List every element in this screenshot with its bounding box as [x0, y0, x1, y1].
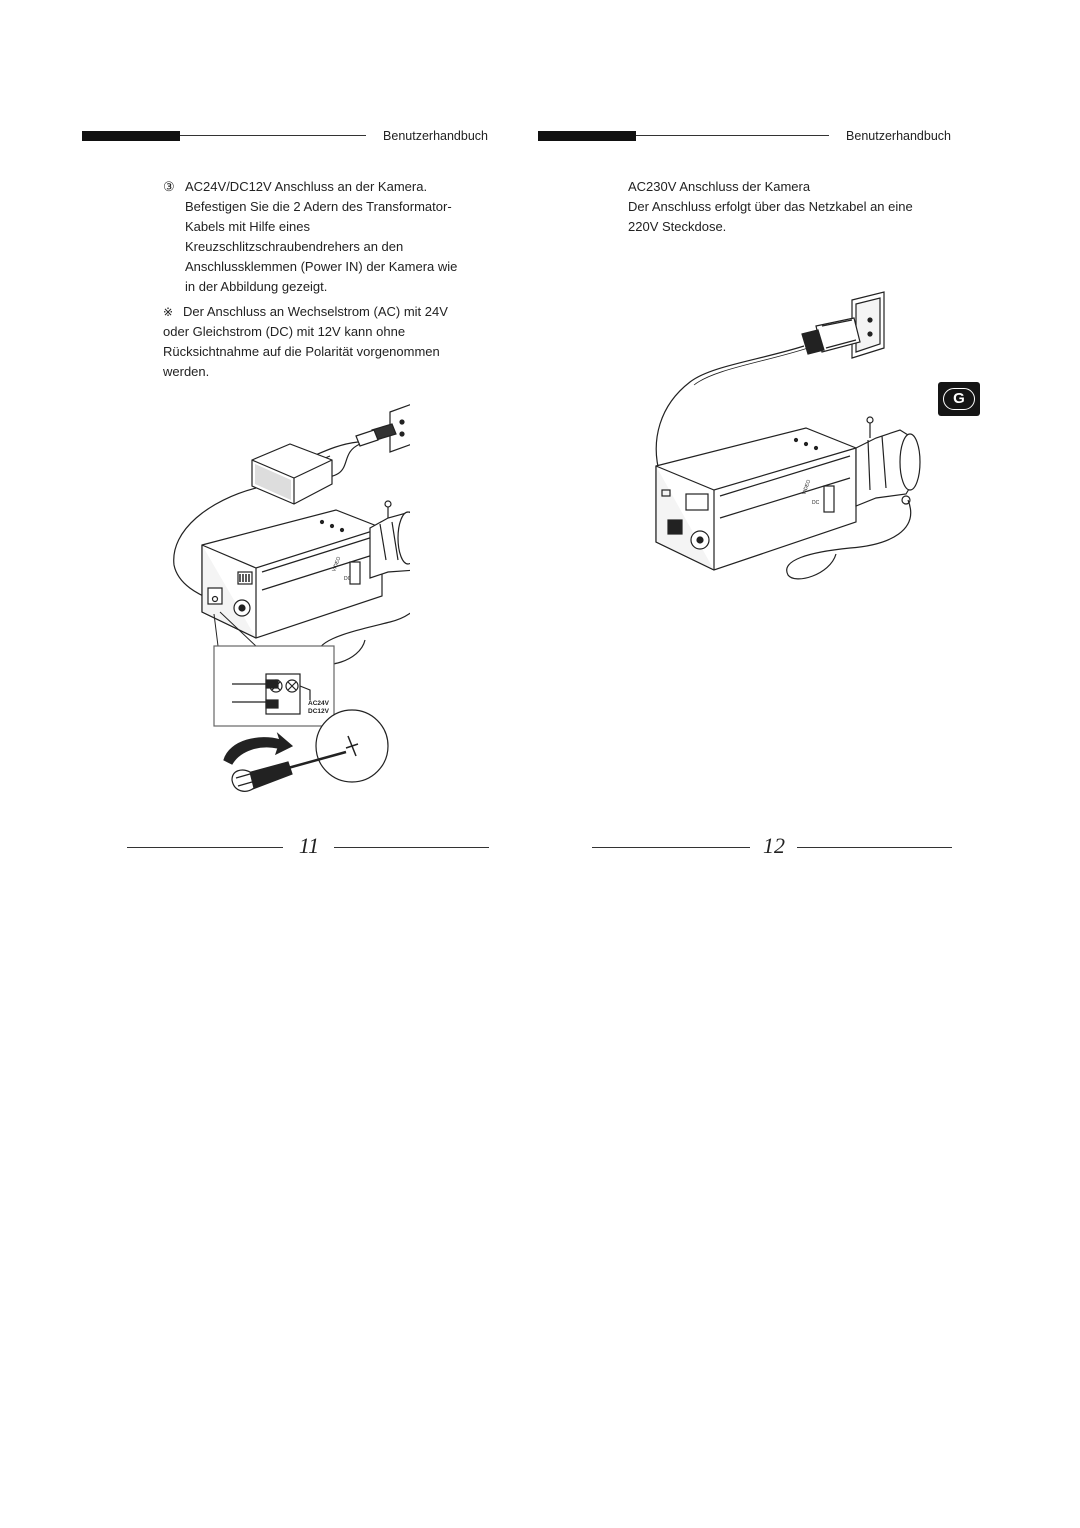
header-title: Benutzerhandbuch — [846, 129, 951, 143]
step-line-6: in der Abbildung gezeigt. — [185, 279, 328, 294]
ac230v-heading: AC230V Anschluss der Kamera — [628, 179, 811, 194]
page-header: Benutzerhandbuch — [82, 129, 488, 143]
page-number: 11 — [298, 833, 320, 858]
header-thin-rule — [636, 135, 829, 136]
video-cable — [316, 612, 410, 665]
rotate-arrow-icon — [223, 732, 294, 765]
step-line-4: Kreuzschlitzschraubendrehers an den — [185, 239, 404, 254]
page-11: Benutzerhandbuch ③ AC24V/DC12V Anschluss… — [82, 129, 489, 858]
switch-label-video: VIDEO — [331, 556, 342, 573]
step-line-1: AC24V/DC12V Anschluss an der Kamera. — [185, 179, 428, 194]
step-line-3: Kabels mit Hilfe eines — [185, 219, 310, 234]
ac230v-line-2: 220V Steckdose. — [628, 219, 727, 234]
camera-body-icon — [201, 509, 383, 639]
camera-lens-icon — [369, 500, 410, 579]
note-line-4: werden. — [163, 364, 210, 379]
note-line-2: oder Gleichstrom (DC) mit 12V kann ohne — [163, 324, 406, 339]
terminal-label-dc12v: DC12V — [308, 708, 330, 715]
page-12: Benutzerhandbuch AC230V Anschluss der Ka… — [538, 0, 1080, 1528]
camera-body-icon — [655, 427, 857, 571]
power-adapter-icon — [251, 443, 333, 505]
footer-rule-left — [592, 847, 750, 848]
step-line-5: Anschlussklemmen (Power IN) der Kamera w… — [185, 259, 458, 274]
page-number: 12 — [763, 833, 785, 858]
wall-socket-icon — [851, 291, 885, 359]
footer-rule-right — [334, 847, 489, 848]
dc-cable — [173, 487, 257, 601]
note-symbol: ※ — [163, 305, 174, 319]
note-line-3: Rücksichtnahme auf die Polarität vorgeno… — [163, 344, 440, 359]
camera-lens-icon — [855, 416, 921, 507]
terminal-detail-inset — [213, 645, 335, 727]
header-thin-rule — [180, 135, 366, 136]
page-footer: 11 — [127, 834, 489, 858]
video-connector-icon — [349, 561, 361, 585]
language-tab-label: G — [943, 388, 975, 410]
screwdriver-icon — [231, 750, 347, 792]
ac230v-line-1: Der Anschluss erfolgt über das Netzkabel… — [628, 199, 913, 214]
language-tab-german: G — [938, 382, 980, 416]
wall-socket-icon — [389, 404, 410, 453]
page-footer: 12 — [592, 834, 952, 858]
ac230v-wiring-illustration: VIDEO DC — [655, 291, 921, 580]
power-plug-icon — [355, 423, 397, 447]
switch-label-video: VIDEO — [801, 479, 812, 496]
power-plug-icon — [801, 317, 861, 355]
header-title: Benutzerhandbuch — [383, 129, 488, 143]
video-cable — [786, 499, 912, 580]
footer-rule-left — [127, 847, 283, 848]
header-thick-bar — [538, 131, 636, 141]
footer-rule-right — [797, 847, 952, 848]
switch-label-dc: DC — [344, 576, 352, 582]
page-header: Benutzerhandbuch — [538, 129, 951, 143]
note-line-1: Der Anschluss an Wechselstrom (AC) mit 2… — [183, 304, 448, 319]
header-thick-bar — [82, 131, 180, 141]
terminal-label-ac24v: AC24V — [308, 700, 330, 707]
switch-label-dc: DC — [812, 500, 820, 506]
step-line-2: Befestigen Sie die 2 Adern des Transform… — [185, 199, 452, 214]
video-connector-icon — [823, 485, 835, 513]
step-number: ③ — [163, 179, 175, 194]
ac24v-dc12v-wiring-illustration: VIDEO DC AC24V DC12V — [173, 404, 410, 792]
